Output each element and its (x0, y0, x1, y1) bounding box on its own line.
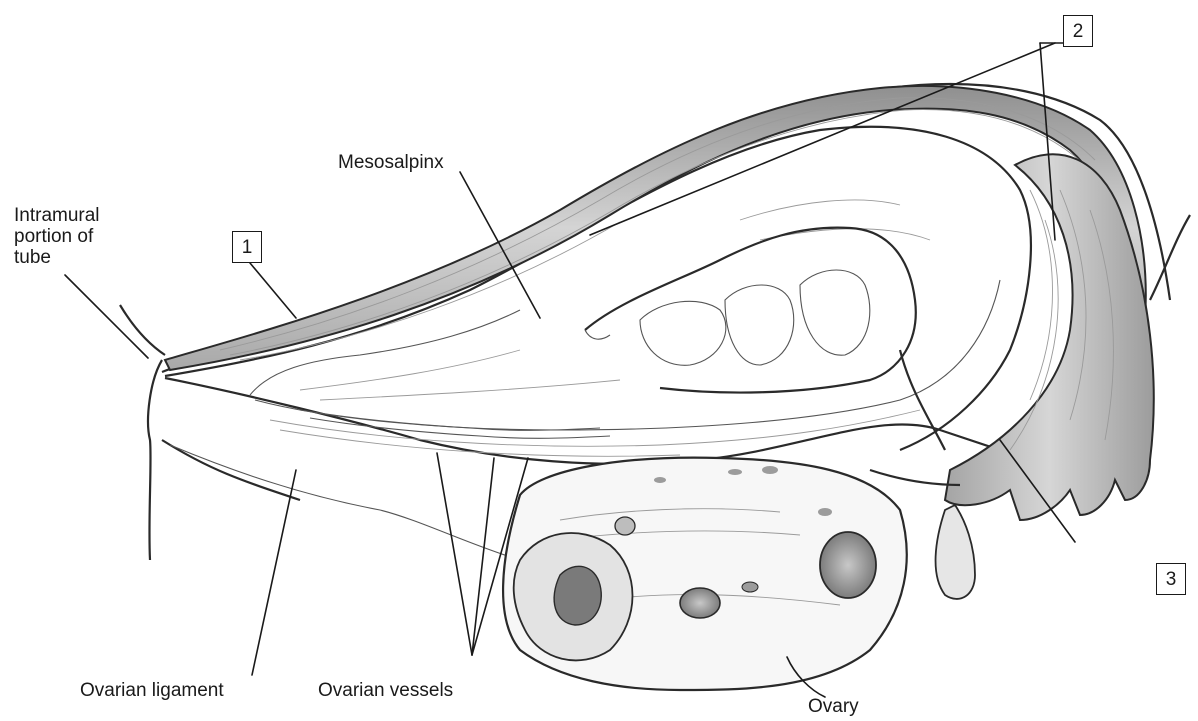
leader-vessel-2 (472, 458, 494, 655)
leader-ovarian-ligament (252, 470, 296, 675)
ovarian-vessels (300, 410, 610, 438)
label-ovarian-vessels: Ovarian vessels (318, 680, 453, 702)
label-intramural-line3: tube (14, 247, 100, 268)
label-ovary: Ovary (808, 696, 859, 718)
leader-box2-a (590, 43, 1055, 235)
leader-intramural (65, 275, 148, 358)
label-intramural-portion: Intramural portion of tube (14, 205, 100, 268)
callout-box-1: 1 (232, 231, 262, 263)
label-intramural-line2: portion of (14, 226, 100, 247)
label-mesosalpinx: Mesosalpinx (338, 152, 444, 174)
leader-box1 (250, 263, 296, 318)
fallopian-tube (165, 86, 1146, 370)
callout-box-2: 2 (1063, 15, 1093, 47)
epoophoron (585, 228, 960, 485)
leader-vessel-1 (437, 453, 472, 655)
callout-box-3: 3 (1156, 563, 1186, 595)
mesosalpinx-region (162, 84, 1170, 464)
label-ovarian-ligament: Ovarian ligament (80, 680, 224, 702)
fimbriae (936, 154, 1190, 599)
ovary (503, 458, 907, 690)
label-intramural-line1: Intramural (14, 205, 100, 226)
